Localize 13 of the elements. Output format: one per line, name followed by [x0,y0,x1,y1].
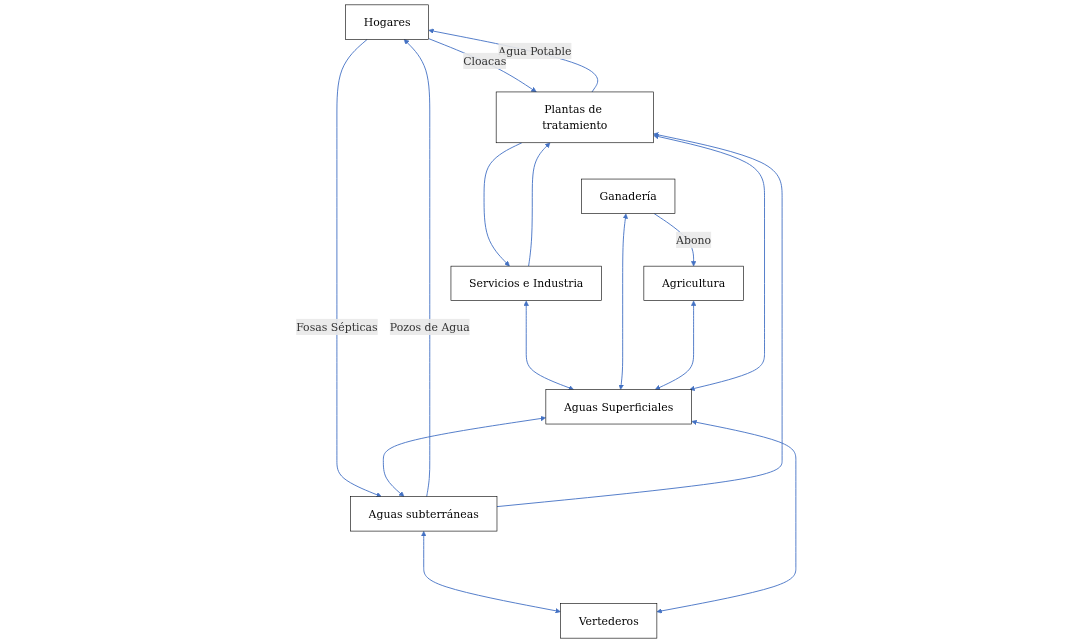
node-box: Plantas de tratamiento [495,91,654,144]
node-box: Hogares [345,4,429,40]
node-box: Agricultura [643,265,744,301]
edge-label: Pozos de Agua [389,320,470,334]
edge-label: Abono [676,233,712,247]
edge-label: Cloacas [463,54,507,68]
node-box: Ganadería [581,178,676,214]
node-box: Vertederos [560,603,658,639]
node-box: Aguas subterráneas [350,496,498,532]
edge-label: Fosas Sépticas [296,320,378,334]
node-box: Servicios e Industria [450,265,602,301]
node-box: Aguas Superficiales [545,389,692,425]
edge-label: Agua Potable [498,44,572,58]
